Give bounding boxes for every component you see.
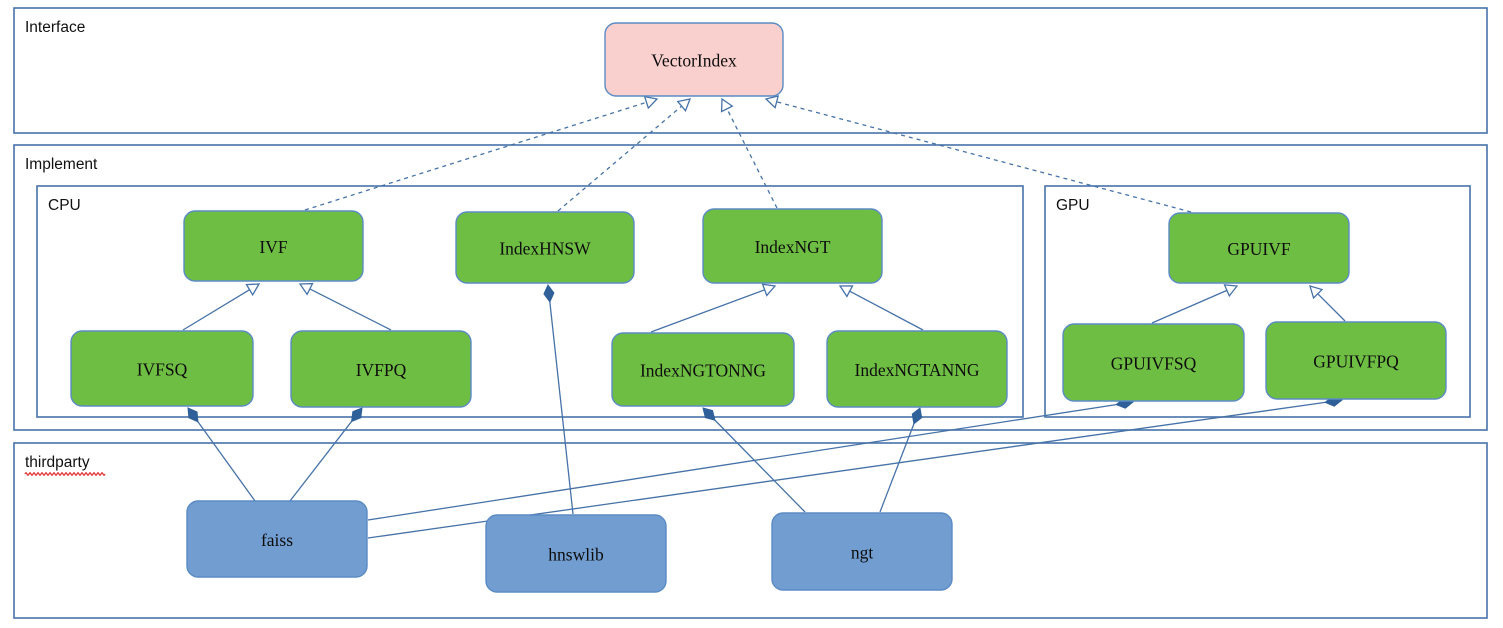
class-node-vectorindex[interactable]: VectorIndex bbox=[604, 22, 784, 97]
node-label-indexngt: IndexNGT bbox=[755, 237, 831, 257]
node-box-indexhnsw[interactable] bbox=[455, 211, 635, 284]
edge-line bbox=[650, 289, 765, 333]
node-label-vectorindex: VectorIndex bbox=[651, 51, 737, 71]
class-node-indexngtanng[interactable]: IndexNGTANNG bbox=[826, 330, 1008, 408]
class-node-gpuivfpq[interactable]: GPUIVFPQ bbox=[1265, 321, 1447, 400]
edge-line bbox=[309, 288, 392, 331]
node-box-ivf[interactable] bbox=[183, 210, 364, 282]
group-label-thirdparty: thirdparty bbox=[25, 454, 90, 471]
node-box-faiss[interactable] bbox=[186, 500, 368, 578]
node-label-gpuivfpq: GPUIVFPQ bbox=[1313, 352, 1399, 372]
inheritance-arrowhead-icon bbox=[838, 285, 854, 298]
edge-line bbox=[1151, 289, 1228, 324]
edge-line bbox=[849, 290, 924, 331]
edge-composition-ngt-to-indexngtanng bbox=[879, 407, 923, 513]
edge-line bbox=[367, 403, 1117, 521]
composition-diamond-icon bbox=[350, 407, 363, 423]
group-label-gpu: GPU bbox=[1056, 197, 1090, 214]
edge-line bbox=[549, 301, 574, 515]
inheritance-arrowhead-icon bbox=[720, 97, 734, 113]
edge-line bbox=[879, 423, 915, 513]
edge-composition-faiss-to-ivfpq bbox=[289, 407, 363, 502]
inheritance-arrowhead-icon bbox=[764, 95, 780, 109]
edge-realization-gpuivf-to-vectorindex bbox=[764, 95, 1192, 213]
inheritance-arrowhead-icon bbox=[298, 282, 314, 296]
node-label-ivf: IVF bbox=[259, 237, 287, 257]
edge-line bbox=[726, 108, 778, 209]
edge-generalization-gpuivfpq-to-gpuivf bbox=[1309, 285, 1346, 322]
edge-line bbox=[289, 421, 353, 502]
group-label-interface: Interface bbox=[25, 19, 85, 36]
class-node-indexngt[interactable]: IndexNGT bbox=[702, 208, 883, 284]
node-box-hnswlib[interactable] bbox=[485, 514, 667, 593]
composition-diamond-icon bbox=[911, 407, 923, 425]
node-box-gpuivfsq[interactable] bbox=[1062, 323, 1245, 402]
composition-diamond-icon bbox=[702, 407, 716, 421]
class-node-ivf[interactable]: IVF bbox=[183, 210, 364, 282]
edge-realization-indexngt-to-vectorindex bbox=[720, 97, 778, 209]
group-label-cpu: CPU bbox=[48, 197, 81, 214]
edge-realization-ivf-to-vectorindex bbox=[304, 95, 659, 211]
node-label-indexngtonng: IndexNGTONNG bbox=[640, 361, 766, 381]
spellcheck-underline-icon bbox=[24, 472, 106, 476]
edge-realization-indexhnsw-to-vectorindex bbox=[557, 98, 692, 212]
node-label-gpuivfsq: GPUIVFSQ bbox=[1111, 354, 1197, 374]
edge-generalization-indexngtanng-to-indexngt bbox=[838, 285, 924, 331]
edge-generalization-indexngtonng-to-indexngt bbox=[650, 283, 777, 333]
node-label-ngt: ngt bbox=[851, 543, 874, 563]
class-node-gpuivf[interactable]: GPUIVF bbox=[1168, 212, 1350, 284]
node-label-indexhnsw: IndexHNSW bbox=[499, 239, 591, 259]
edge-generalization-ivfpq-to-ivf bbox=[298, 282, 392, 331]
edge-composition-hnswlib-to-indexhnsw bbox=[543, 284, 574, 515]
class-node-faiss[interactable]: faiss bbox=[186, 500, 368, 578]
node-box-indexngtanng[interactable] bbox=[826, 330, 1008, 408]
inheritance-arrowhead-icon bbox=[643, 95, 659, 110]
inheritance-arrowhead-icon bbox=[1223, 284, 1239, 298]
edge-line bbox=[304, 101, 647, 211]
relationship-edges bbox=[182, 95, 1346, 539]
node-box-ivfpq[interactable] bbox=[290, 330, 472, 408]
node-box-gpuivfpq[interactable] bbox=[1265, 321, 1447, 400]
edge-line bbox=[714, 419, 806, 513]
edge-line bbox=[557, 105, 683, 212]
node-box-indexngtonng[interactable] bbox=[611, 332, 795, 407]
node-label-indexngtanng: IndexNGTANNG bbox=[855, 360, 980, 380]
edge-generalization-gpuivfsq-to-gpuivf bbox=[1151, 284, 1239, 324]
inheritance-arrowhead-icon bbox=[1309, 285, 1324, 300]
edge-line bbox=[197, 421, 256, 502]
edge-generalization-ivfsq-to-ivf bbox=[182, 283, 261, 331]
class-node-ivfsq[interactable]: IVFSQ bbox=[70, 330, 254, 407]
inheritance-arrowhead-icon bbox=[245, 283, 261, 297]
class-node-indexngtonng[interactable]: IndexNGTONNG bbox=[611, 332, 795, 407]
group-label-implement: Implement bbox=[25, 156, 98, 173]
node-label-gpuivf: GPUIVF bbox=[1227, 239, 1290, 259]
node-box-indexngt[interactable] bbox=[702, 208, 883, 284]
edge-line bbox=[182, 289, 250, 331]
inheritance-arrowhead-icon bbox=[676, 98, 692, 112]
edge-composition-faiss-to-ivfsq bbox=[187, 407, 256, 502]
class-node-hnswlib[interactable]: hnswlib bbox=[485, 514, 667, 593]
node-label-hnswlib: hnswlib bbox=[548, 545, 604, 565]
node-label-ivfpq: IVFPQ bbox=[356, 360, 407, 380]
edge-composition-ngt-to-indexngtonng bbox=[702, 407, 806, 513]
edge-line bbox=[1317, 293, 1346, 322]
composition-diamond-icon bbox=[543, 284, 555, 303]
node-box-ivfsq[interactable] bbox=[70, 330, 254, 407]
class-node-ngt[interactable]: ngt bbox=[771, 512, 953, 591]
node-label-ivfsq: IVFSQ bbox=[137, 360, 188, 380]
class-node-ivfpq[interactable]: IVFPQ bbox=[290, 330, 472, 408]
node-label-faiss: faiss bbox=[261, 530, 293, 550]
node-box-gpuivf[interactable] bbox=[1168, 212, 1350, 284]
node-box-ngt[interactable] bbox=[771, 512, 953, 591]
inheritance-arrowhead-icon bbox=[761, 283, 777, 297]
node-box-vectorindex[interactable] bbox=[604, 22, 784, 97]
composition-diamond-icon bbox=[187, 407, 199, 423]
class-node-gpuivfsq[interactable]: GPUIVFSQ bbox=[1062, 323, 1245, 402]
class-node-indexhnsw[interactable]: IndexHNSW bbox=[455, 211, 635, 284]
